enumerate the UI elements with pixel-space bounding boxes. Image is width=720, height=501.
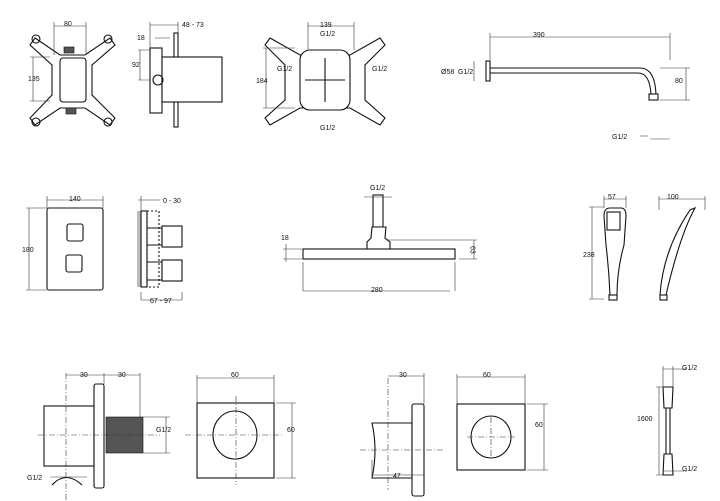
- dim-label: G1/2: [320, 125, 335, 132]
- dim-label: 67 - 97: [150, 298, 172, 305]
- dim-label: G1/2: [156, 427, 171, 434]
- rain-shower-head: G1/2 18 63 280: [281, 185, 477, 294]
- dim-label: 80: [675, 78, 683, 85]
- dim-label: 0 - 30: [163, 198, 181, 205]
- dim-label: 180: [22, 247, 34, 254]
- wall-outlet-side: 30 47: [360, 372, 445, 497]
- dim-label: 139: [320, 22, 332, 29]
- mounting-box-rear: 139 G1/2 G1/2 G1/2 G1/2 184: [256, 22, 387, 132]
- hand-shower: 57 238 100: [583, 194, 706, 301]
- dim-label: G1/2: [370, 185, 385, 192]
- dim-label: 60: [287, 427, 295, 434]
- dim-label: 57: [608, 194, 616, 201]
- shower-arm: 390 Ø58 G1/2 80 G1/2: [441, 32, 690, 141]
- dim-label: 92: [132, 62, 140, 69]
- dim-label: 80: [64, 21, 72, 28]
- dim-label: 238: [583, 252, 595, 259]
- dim-label: 390: [533, 32, 545, 39]
- thermostat-plate-front: 140 180: [22, 196, 104, 291]
- dim-label: 100: [667, 194, 679, 201]
- dim-label: G1/2: [612, 134, 627, 141]
- dim-label: G1/2: [27, 475, 42, 482]
- dim-label: 47: [393, 473, 401, 480]
- dim-label: 30: [118, 372, 126, 379]
- dim-label: G1/2: [372, 66, 387, 73]
- wall-outlet-front: 60 60: [456, 372, 548, 471]
- dim-label: Ø58: [441, 69, 454, 76]
- dim-label: 184: [256, 78, 268, 85]
- dim-label: G1/2: [320, 31, 335, 38]
- thermostat-plate-side: 0 - 30 67 - 97: [137, 196, 183, 305]
- dim-label: G1/2: [277, 66, 292, 73]
- dim-label: 63: [469, 246, 476, 254]
- dim-label: 18: [281, 235, 289, 242]
- mounting-box-side: 48 - 73 18 92: [132, 22, 223, 128]
- dim-label: G1/2: [682, 466, 697, 473]
- dim-label: G1/2: [458, 69, 473, 76]
- dim-label: 60: [483, 372, 491, 379]
- dim-label: 48 - 73: [182, 22, 204, 29]
- mounting-box-front: 80 135: [28, 21, 116, 127]
- dim-label: 30: [80, 372, 88, 379]
- dim-label: 18: [137, 35, 145, 42]
- wall-outlet-holder-side: 30 30 G1/2 G1/2: [27, 372, 171, 500]
- dim-label: 60: [231, 372, 239, 379]
- dim-label: 140: [69, 196, 81, 203]
- wall-outlet-holder-front: 60 60: [185, 372, 296, 485]
- dim-label: 60: [535, 422, 543, 429]
- dim-label: 30: [399, 372, 407, 379]
- dim-label: 280: [371, 287, 383, 294]
- dim-label: 1600: [637, 416, 653, 423]
- dim-label: 135: [28, 76, 40, 83]
- dim-label: G1/2: [682, 365, 697, 372]
- shower-hose: G1/2 1600 G1/2: [637, 365, 697, 476]
